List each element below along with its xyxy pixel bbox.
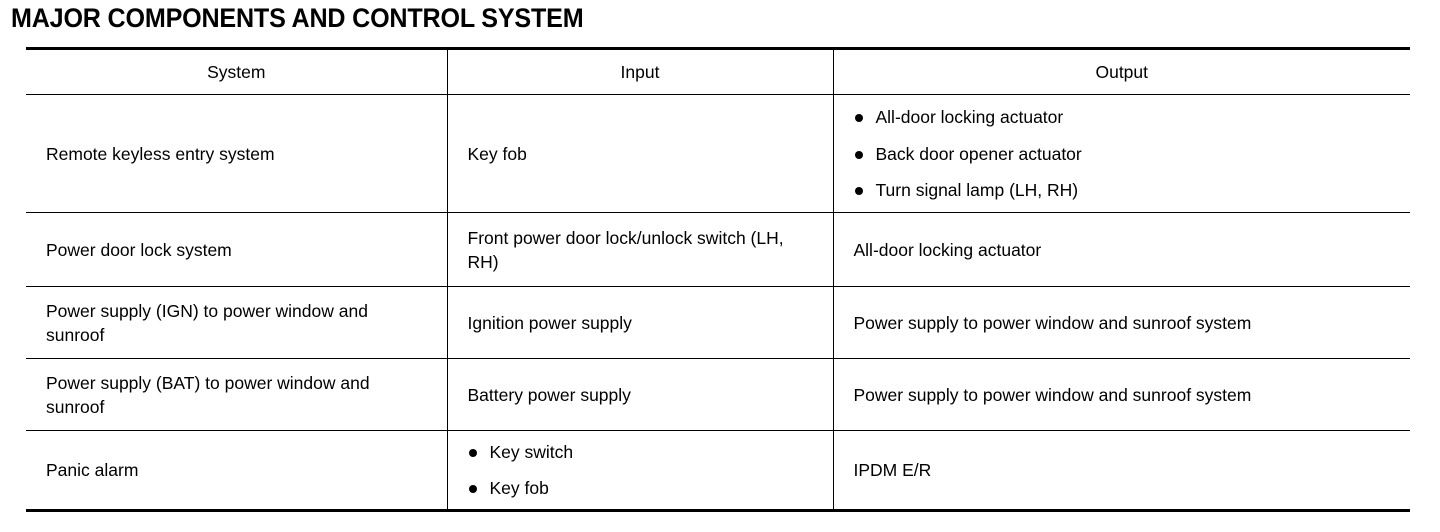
cell-output: IPDM E/R bbox=[833, 430, 1410, 513]
cell-output: All-door locking actuator Back door open… bbox=[833, 94, 1410, 214]
output-value: Power supply to power window and sunroof… bbox=[853, 384, 1252, 405]
table-row: Power door lock system Front power door … bbox=[26, 212, 1410, 288]
major-components-table-container: System Input Output Remote keyless entry… bbox=[26, 46, 1410, 513]
cell-input: Key fob bbox=[447, 94, 833, 214]
cell-system: Power door lock system bbox=[26, 212, 447, 288]
output-value: IPDM E/R bbox=[853, 460, 932, 481]
page-title: MAJOR COMPONENTS AND CONTROL SYSTEM bbox=[11, 3, 584, 33]
list-item: Back door opener actuator bbox=[854, 142, 1395, 166]
list-item: All-door locking actuator bbox=[854, 105, 1395, 129]
column-header-input-label: Input bbox=[620, 62, 660, 82]
system-name: Panic alarm bbox=[46, 460, 139, 481]
input-value: Battery power supply bbox=[467, 384, 631, 405]
list-item: Key switch bbox=[468, 440, 817, 464]
input-value: Ignition power supply bbox=[467, 312, 632, 333]
table-row: Panic alarm Key switch Key fob IPDM E/R bbox=[26, 430, 1410, 513]
input-value: Front power door lock/unlock switch (LH,… bbox=[467, 227, 784, 272]
cell-output: Power supply to power window and sunroof… bbox=[833, 358, 1410, 432]
major-components-table: System Input Output Remote keyless entry… bbox=[26, 46, 1410, 513]
column-header-output-label: Output bbox=[1095, 62, 1149, 82]
cell-input: Battery power supply bbox=[447, 358, 833, 432]
list-item: Key fob bbox=[468, 476, 817, 500]
table-row: Power supply (BAT) to power window and s… bbox=[26, 358, 1410, 432]
system-name: Power supply (BAT) to power window and s… bbox=[46, 372, 370, 417]
cell-system: Remote keyless entry system bbox=[26, 94, 447, 214]
input-value: Key fob bbox=[467, 143, 527, 164]
table-row: Power supply (IGN) to power window and s… bbox=[26, 286, 1410, 360]
system-name: Power supply (IGN) to power window and s… bbox=[46, 300, 368, 345]
cell-output: All-door locking actuator bbox=[833, 212, 1410, 288]
cell-system: Panic alarm bbox=[26, 430, 447, 513]
system-name: Power door lock system bbox=[46, 239, 232, 260]
output-value: All-door locking actuator bbox=[853, 239, 1042, 260]
cell-input: Front power door lock/unlock switch (LH,… bbox=[447, 212, 833, 288]
system-name: Remote keyless entry system bbox=[46, 143, 275, 164]
output-bullet-list: All-door locking actuator Back door open… bbox=[854, 105, 1395, 201]
cell-input: Ignition power supply bbox=[447, 286, 833, 360]
list-item: Turn signal lamp (LH, RH) bbox=[854, 178, 1395, 202]
cell-output: Power supply to power window and sunroof… bbox=[833, 286, 1410, 360]
cell-system: Power supply (IGN) to power window and s… bbox=[26, 286, 447, 360]
input-bullet-list: Key switch Key fob bbox=[468, 440, 817, 500]
column-header-input: Input bbox=[447, 46, 833, 96]
cell-system: Power supply (BAT) to power window and s… bbox=[26, 358, 447, 432]
table-row: Remote keyless entry system Key fob All-… bbox=[26, 94, 1410, 214]
column-header-system: System bbox=[26, 46, 447, 96]
table-header-row: System Input Output bbox=[26, 46, 1410, 96]
output-value: Power supply to power window and sunroof… bbox=[853, 312, 1252, 333]
column-header-output: Output bbox=[833, 46, 1410, 96]
column-header-system-label: System bbox=[207, 62, 266, 82]
cell-input: Key switch Key fob bbox=[447, 430, 833, 513]
